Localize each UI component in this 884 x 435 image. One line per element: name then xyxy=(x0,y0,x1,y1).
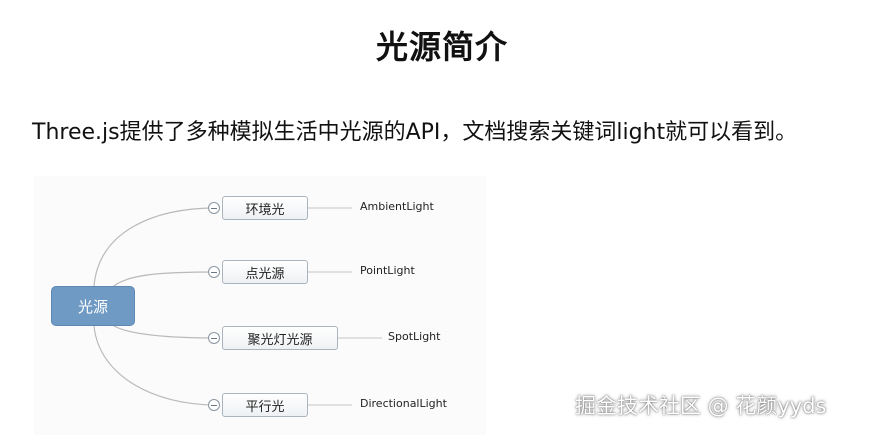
branch-node-ambient: 环境光 xyxy=(222,196,308,220)
collapse-icon[interactable] xyxy=(208,332,220,344)
connector-directional xyxy=(93,325,217,406)
collapse-icon[interactable] xyxy=(208,399,220,411)
branch-node-spot: 聚光灯光源 xyxy=(222,326,338,350)
mindmap-diagram: 光源 环境光 AmbientLight 点光源 PointLight 聚光灯光源… xyxy=(34,176,486,435)
leaf-node-ambient: AmbientLight xyxy=(360,200,434,213)
leaf-node-point: PointLight xyxy=(360,264,415,277)
mindmap-connectors xyxy=(93,207,382,406)
branch-node-point: 点光源 xyxy=(222,260,308,284)
watermark: 掘金技术社区 @ 花颜yyds xyxy=(575,394,827,418)
page-title: 光源简介 xyxy=(375,28,508,66)
leaf-node-spot: SpotLight xyxy=(388,330,441,343)
collapse-icon[interactable] xyxy=(208,202,220,214)
connector-point xyxy=(113,271,217,287)
intro-text: Three.js提供了多种模拟生活中光源的API，文档搜索关键词light就可以… xyxy=(32,120,798,145)
collapse-icon[interactable] xyxy=(208,266,220,278)
root-node: 光源 xyxy=(51,286,135,326)
branch-node-directional: 平行光 xyxy=(222,393,308,417)
connector-ambient xyxy=(93,207,217,287)
connector-spot xyxy=(113,325,217,339)
leaf-node-directional: DirectionalLight xyxy=(360,397,447,410)
